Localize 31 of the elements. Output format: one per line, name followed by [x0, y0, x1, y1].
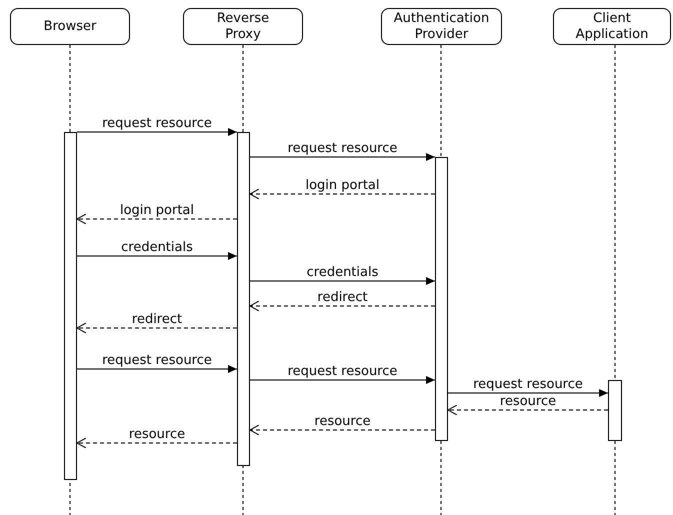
participant-box	[183, 8, 303, 45]
activation-bar	[237, 132, 250, 466]
participant-box	[381, 8, 502, 45]
message-arrow	[250, 153, 436, 161]
participant-name: Reverse Proxy	[216, 10, 270, 42]
edge-label: request resource	[286, 364, 400, 379]
return-arrow	[76, 322, 238, 334]
edge-label: request resource	[286, 141, 400, 156]
return-arrow	[448, 404, 608, 416]
return-arrow	[250, 424, 436, 436]
message-arrow	[250, 277, 436, 285]
return-arrow	[250, 300, 436, 312]
participant-box	[10, 8, 130, 45]
participant-box	[553, 8, 671, 45]
message-arrow	[76, 128, 238, 136]
activation-bar	[608, 380, 622, 441]
participant-name: Client Application	[574, 10, 650, 42]
participant-name: Browser	[42, 18, 98, 34]
edge-label: request resource	[471, 377, 585, 392]
activation-bar	[435, 157, 448, 441]
participant-name: Authentication Provider	[392, 10, 490, 42]
return-arrow	[76, 438, 238, 448]
activation-bar	[64, 132, 77, 480]
message-arrow	[76, 365, 238, 373]
message-arrow	[76, 252, 238, 260]
return-arrow	[76, 214, 238, 224]
message-arrow	[448, 389, 608, 397]
edge-label: request resource	[100, 353, 214, 368]
edge-label: request resource	[100, 116, 214, 131]
return-arrow	[250, 188, 436, 200]
message-arrow	[250, 376, 436, 384]
